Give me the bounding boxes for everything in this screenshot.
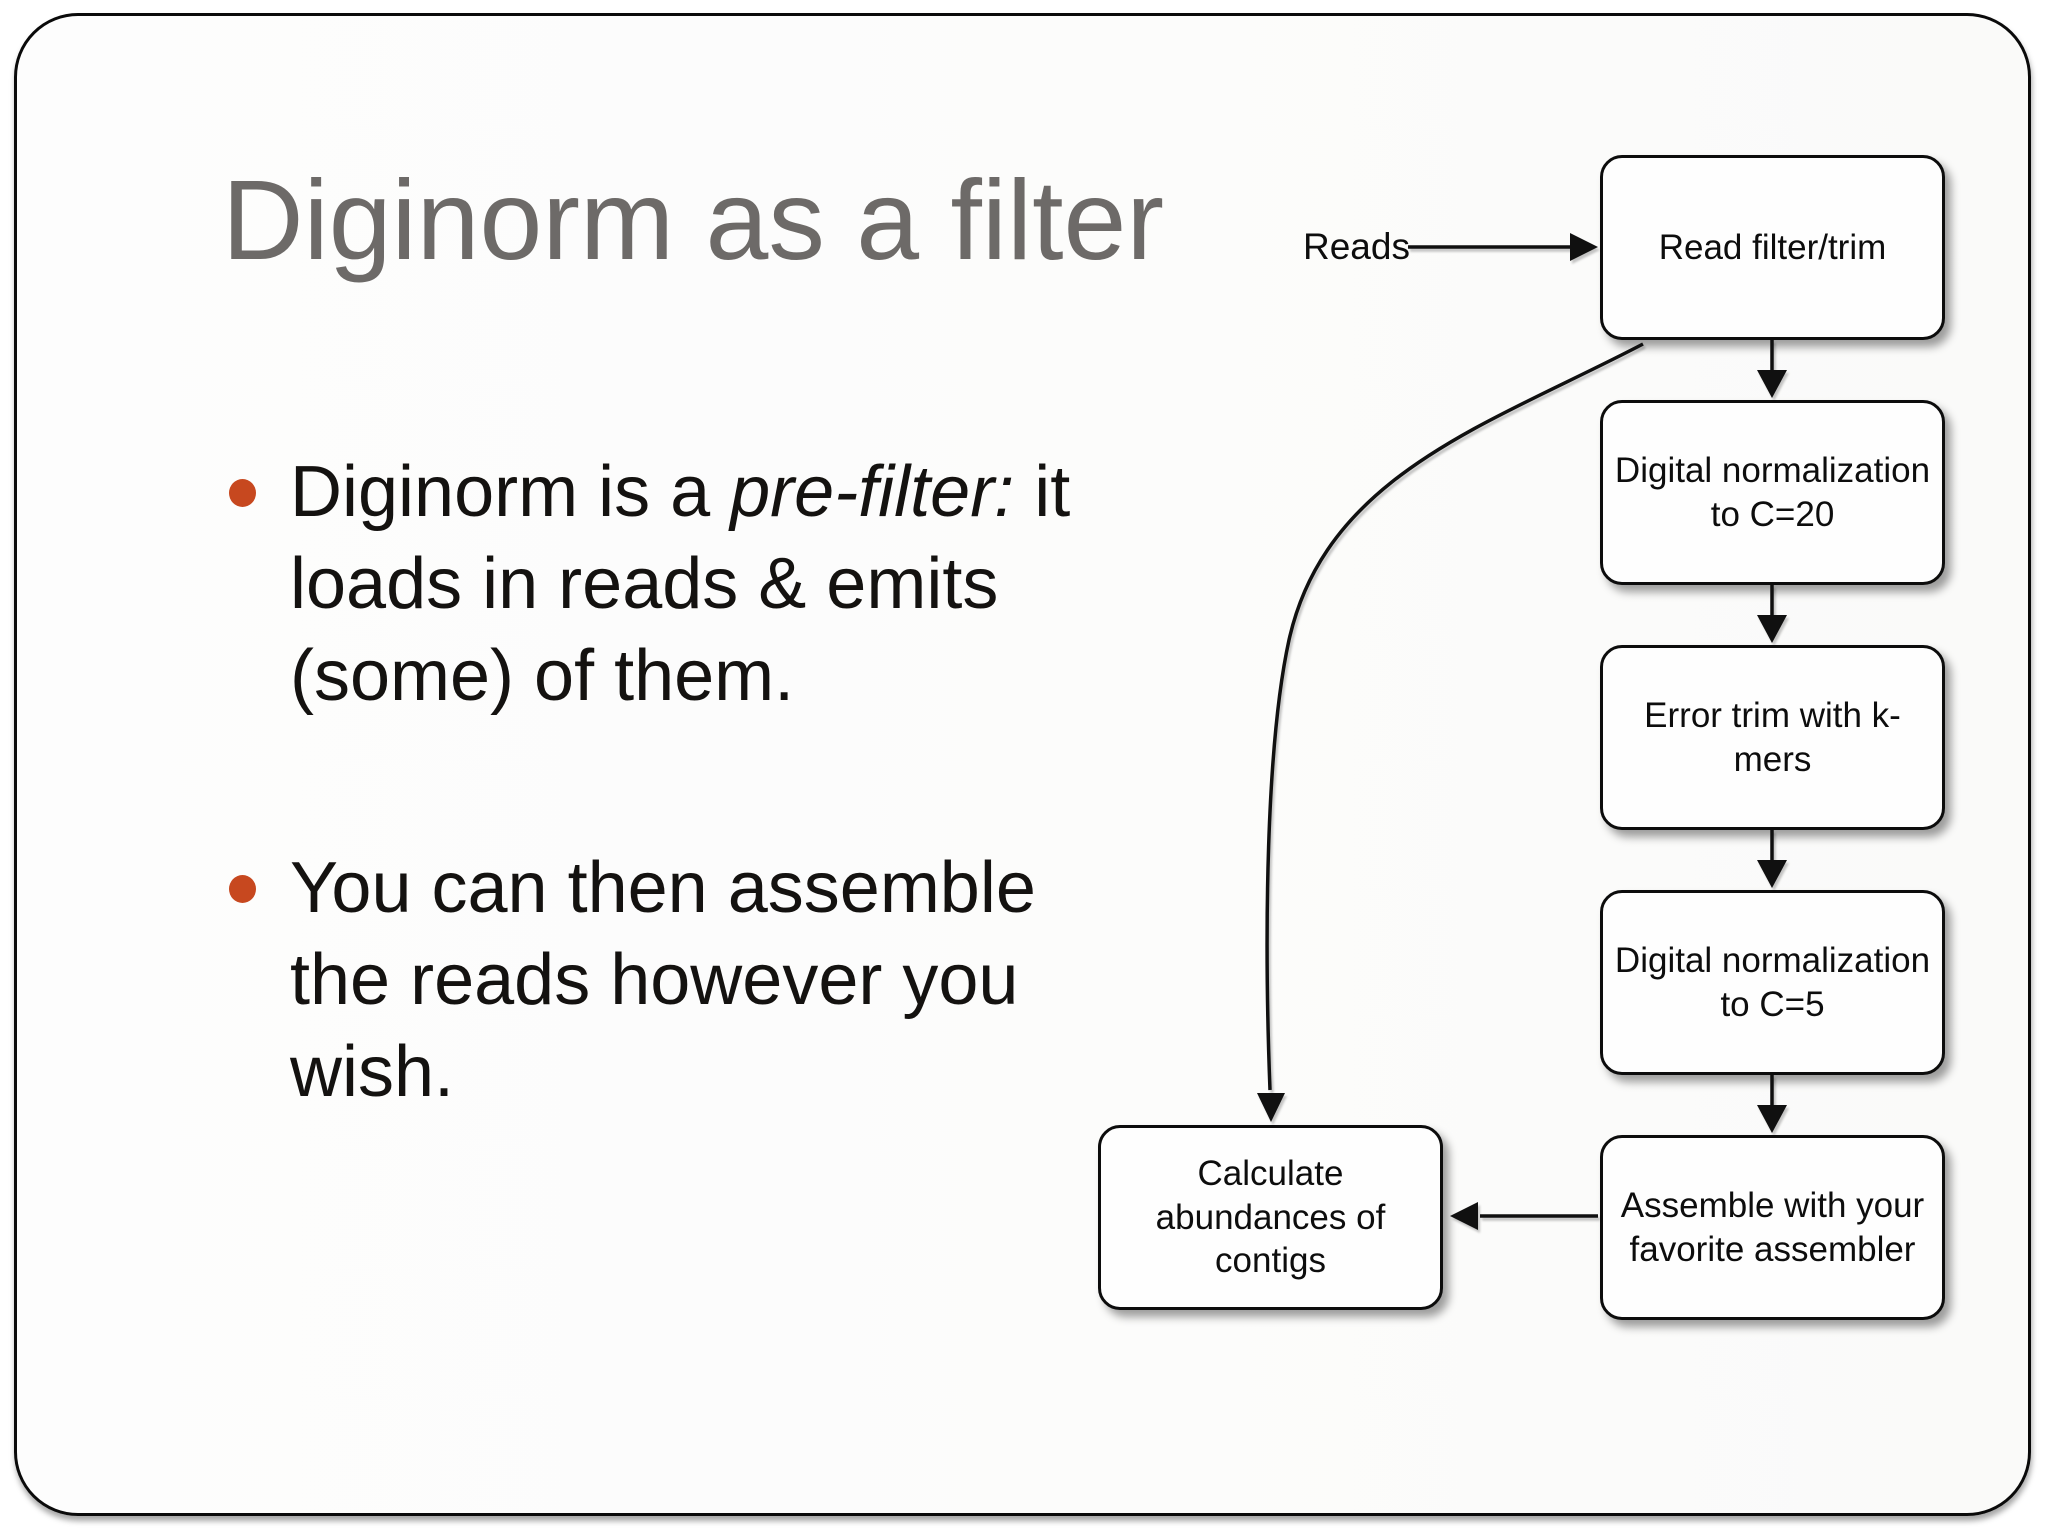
bullet-dot [229,479,256,507]
bullet-1-italic: pre-filter: [730,452,1015,532]
bullet-1-after: it loads in reads & emits (some) of them… [290,452,1071,717]
node-diginorm-c5: Digital normalization to C=5 [1600,890,1945,1075]
bullet-item-1: Diginorm is a pre-filter: it loads in re… [222,446,1102,722]
bullet-text-1: Diginorm is a pre-filter: it loads in re… [290,446,1090,722]
node-error-trim: Error trim with k-mers [1600,645,1945,830]
slide-title: Diginorm as a filter [222,157,1164,283]
bullet-1-before: Diginorm is a [290,452,731,532]
node-calculate: Calculate abundances of contigs [1098,1125,1443,1310]
node-assemble: Assemble with your favorite assembler [1600,1135,1945,1320]
bullet-2-text: You can then assemble the reads however … [290,848,1036,1113]
flowchart-input-label: Reads [1303,226,1410,267]
node-diginorm-c20: Digital normalization to C=20 [1600,400,1945,585]
node-read-filter: Read filter/trim [1600,155,1945,340]
bullet-dot [229,875,256,903]
bullet-text-2: You can then assemble the reads however … [290,842,1090,1118]
bullet-item-2: You can then assemble the reads however … [222,842,1102,1118]
